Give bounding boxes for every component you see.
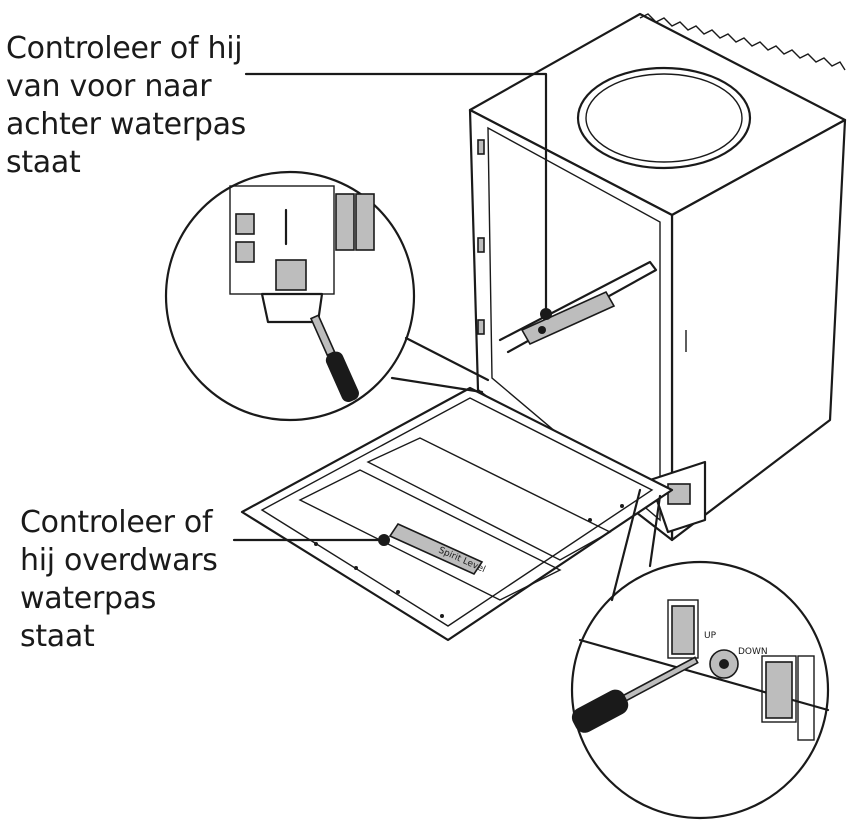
leader-lines [232, 72, 552, 546]
callout-front-to-back: Controleer of hij van voor naar achter w… [6, 31, 247, 180]
callout-side-to-side: Controleer of hij overdwars waterpas sta… [20, 505, 218, 654]
adjuster-up-mark: UP [704, 631, 717, 641]
leader-line-top [244, 72, 548, 314]
zoom-detail-rear-foot [164, 170, 490, 422]
leader-dot-top [540, 308, 552, 320]
zoom-detail-front-adjuster: UP DOWN [570, 488, 830, 820]
leader-dot-bottom [378, 534, 390, 546]
open-door [240, 386, 674, 642]
adjuster-down-mark: DOWN [738, 647, 768, 657]
spirit-level-inner [520, 290, 616, 346]
